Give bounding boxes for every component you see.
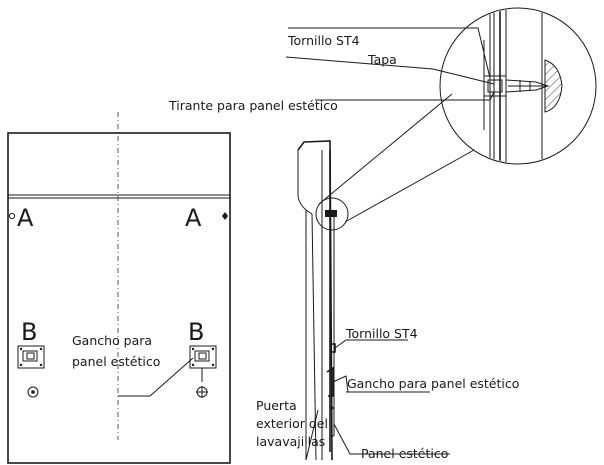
door-label-line3: lavavajillas bbox=[256, 434, 325, 449]
front-view: A A B B bbox=[7, 112, 231, 464]
detail-screw-icon bbox=[505, 79, 550, 93]
detail-cap-leader bbox=[285, 56, 495, 85]
door-handle-profile bbox=[297, 150, 313, 215]
marker-a-left: A bbox=[17, 204, 34, 232]
panel-label: Panel estético bbox=[361, 446, 448, 461]
panel-leader bbox=[333, 423, 450, 455]
front-panel-outline bbox=[7, 132, 231, 464]
left-screw-icon bbox=[27, 386, 39, 398]
door-label-line2: exterior del bbox=[256, 416, 328, 431]
door-outer-profile bbox=[297, 140, 333, 461]
detail-screw-leader bbox=[288, 27, 491, 79]
detail-cap-label: Tapa bbox=[367, 52, 397, 67]
detail-hatched-section bbox=[544, 59, 563, 113]
left-hook-icon bbox=[17, 345, 45, 369]
tie-rod-small-icon bbox=[325, 210, 337, 217]
detail-tie-label: Tirante para panel estético bbox=[168, 98, 338, 113]
a-right-hole-icon bbox=[222, 212, 228, 220]
hook-label-line2: panel estético bbox=[72, 354, 160, 369]
detail-screw-label: Tornillo ST4 bbox=[287, 33, 360, 48]
marker-b-right: B bbox=[188, 318, 204, 346]
marker-b-left: B bbox=[21, 318, 37, 346]
door-leader bbox=[305, 409, 319, 461]
hook-leader-line bbox=[118, 357, 194, 397]
side-view: Tornillo ST4 Gancho para panel estético … bbox=[256, 140, 519, 461]
marker-a-right: A bbox=[185, 204, 202, 232]
detail-view: Tornillo ST4 Tapa Tirante para panel est… bbox=[168, 7, 597, 223]
detail-connector-bottom bbox=[344, 149, 475, 223]
side-screw-label: Tornillo ST4 bbox=[345, 326, 418, 341]
detail-circle-small bbox=[315, 197, 349, 231]
a-left-hole-icon bbox=[8, 212, 16, 220]
side-hook-label: Gancho para panel estético bbox=[347, 376, 519, 391]
detail-cap-icon bbox=[483, 75, 507, 97]
right-hook-icon bbox=[189, 345, 217, 382]
hook-label-line1: Gancho para bbox=[72, 333, 152, 348]
side-screw-leader bbox=[334, 339, 408, 349]
detail-circle-large bbox=[439, 7, 597, 165]
right-screw-icon bbox=[196, 386, 208, 398]
detail-connector-top bbox=[318, 93, 453, 205]
door-label-line1: Puerta bbox=[256, 398, 297, 413]
detail-tie-leader bbox=[315, 91, 495, 101]
side-hook-leader bbox=[332, 375, 349, 393]
side-hook-pin-icon bbox=[330, 406, 334, 410]
